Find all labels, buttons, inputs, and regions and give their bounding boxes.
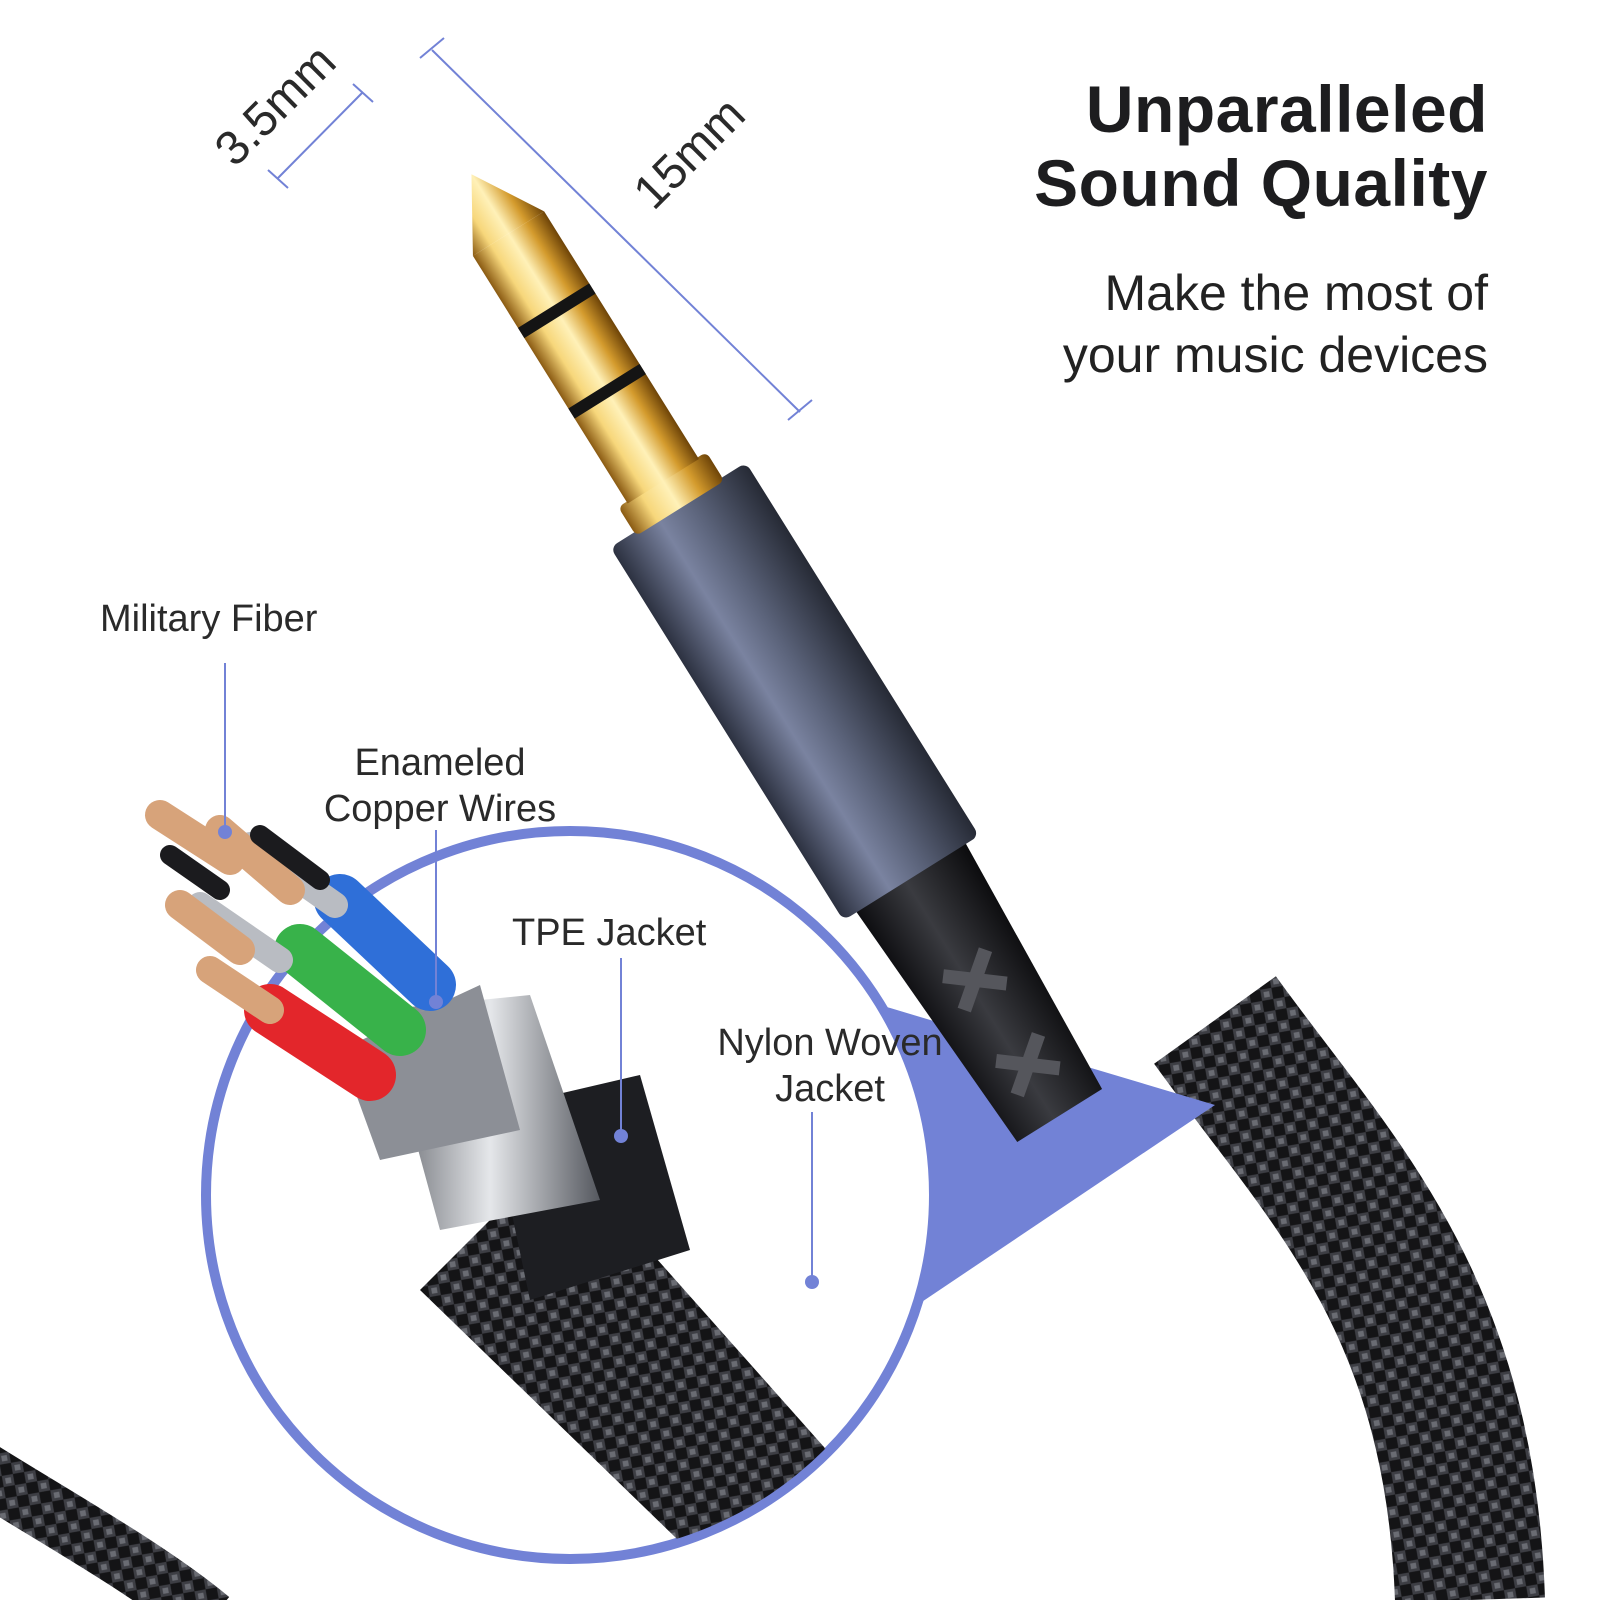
headline-line-1: Unparalleled (1085, 72, 1488, 146)
headline-line-2: Sound Quality (1034, 146, 1488, 220)
subline-line-1: Make the most of (1104, 265, 1489, 321)
callout-leaders (224, 663, 813, 1280)
callout-nylon-line-1: Nylon Woven (717, 1022, 943, 1064)
headline: Unparalleled Sound Quality (1034, 72, 1488, 220)
callout-copper-line-2: Copper Wires (323, 788, 557, 830)
zoom-wedge (880, 1005, 1215, 1330)
cable-bottom-left (0, 1447, 230, 1600)
cable-body (1154, 976, 1545, 1600)
inner-wires (145, 800, 456, 1101)
callout-nylon-line-2: Jacket (775, 1068, 885, 1110)
callout-military-fiber: Military Fiber (100, 598, 318, 640)
subline-line-2: your music devices (1062, 327, 1488, 383)
callout-copper-line-1: Enameled (354, 742, 526, 784)
audio-plug (471, 174, 1103, 1143)
callout-copper-wires: Enameled Copper Wires (300, 740, 580, 832)
callout-nylon-jacket: Nylon Woven Jacket (690, 1020, 970, 1112)
dimension-lines (267, 37, 813, 421)
subline: Make the most of your music devices (1063, 262, 1488, 386)
callout-tpe-jacket: TPE Jacket (512, 912, 707, 954)
